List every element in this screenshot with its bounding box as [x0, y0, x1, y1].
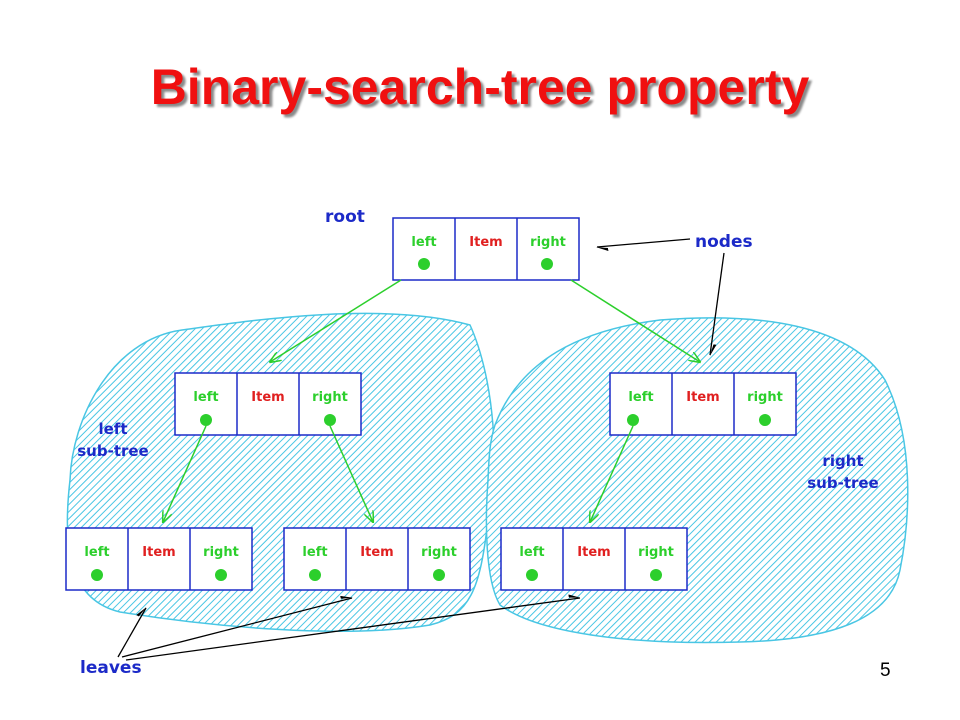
pointer-left-to-leaf2	[329, 425, 373, 522]
leaves-label: leaves	[80, 658, 142, 678]
left-pointer-dot	[418, 258, 430, 270]
leaves-arrow-3	[125, 594, 581, 661]
pointer-right-to-leaf3	[590, 425, 634, 522]
pointer-root-to-left	[270, 279, 402, 362]
left-pointer-dot	[309, 569, 321, 581]
leaf-node-1: left Item right	[65, 527, 253, 591]
left-pointer-dot	[91, 569, 103, 581]
field-left-label: left	[193, 390, 218, 405]
field-right-label: right	[312, 390, 348, 405]
field-right-label: right	[638, 545, 674, 560]
leaf-node-3: left Item right	[500, 527, 688, 591]
left-pointer-dot	[200, 414, 212, 426]
field-item-label: Item	[360, 545, 393, 560]
right-pointer-dot	[324, 414, 336, 426]
page-number: 5	[880, 660, 891, 681]
field-item-label: Item	[577, 545, 610, 560]
right-subtree-label-line2: sub-tree	[807, 474, 878, 492]
field-right-label: right	[530, 235, 566, 250]
field-left-label: left	[411, 235, 436, 250]
slide-title: Binary-search-tree property	[150, 59, 810, 115]
leaf-node-2: left Item right	[283, 527, 471, 591]
field-item-label: Item	[686, 390, 719, 405]
pointer-arrows	[163, 279, 700, 522]
field-right-label: right	[421, 545, 457, 560]
left-pointer-dot	[526, 569, 538, 581]
field-left-label: left	[628, 390, 653, 405]
field-left-label: left	[302, 545, 327, 560]
field-item-label: Item	[469, 235, 502, 250]
pointer-left-to-leaf1	[163, 425, 207, 522]
right-subtree-label-line1: right	[822, 452, 863, 470]
root-label: root	[325, 207, 365, 227]
right-pointer-dot	[759, 414, 771, 426]
field-left-label: left	[84, 545, 109, 560]
right-child-node: left Item right	[609, 372, 797, 436]
left-subtree-label-line1: left	[98, 420, 127, 438]
nodes-label: nodes	[695, 232, 753, 252]
pointer-root-to-right	[570, 279, 700, 362]
annotation-arrows	[117, 238, 725, 661]
field-left-label: left	[519, 545, 544, 560]
leaves-arrow-1	[117, 607, 147, 658]
right-pointer-dot	[541, 258, 553, 270]
nodes-arrow-to-root	[596, 238, 691, 252]
right-pointer-dot	[215, 569, 227, 581]
leaves-arrow-2	[121, 595, 353, 658]
field-item-label: Item	[251, 390, 284, 405]
field-right-label: right	[747, 390, 783, 405]
nodes-arrow-to-right-child	[709, 252, 725, 356]
left-pointer-dot	[627, 414, 639, 426]
root-node: left Item right	[392, 217, 580, 281]
field-right-label: right	[203, 545, 239, 560]
field-item-label: Item	[142, 545, 175, 560]
right-pointer-dot	[650, 569, 662, 581]
right-pointer-dot	[433, 569, 445, 581]
left-child-node: left Item right	[174, 372, 362, 436]
left-subtree-label-line2: sub-tree	[77, 442, 148, 460]
